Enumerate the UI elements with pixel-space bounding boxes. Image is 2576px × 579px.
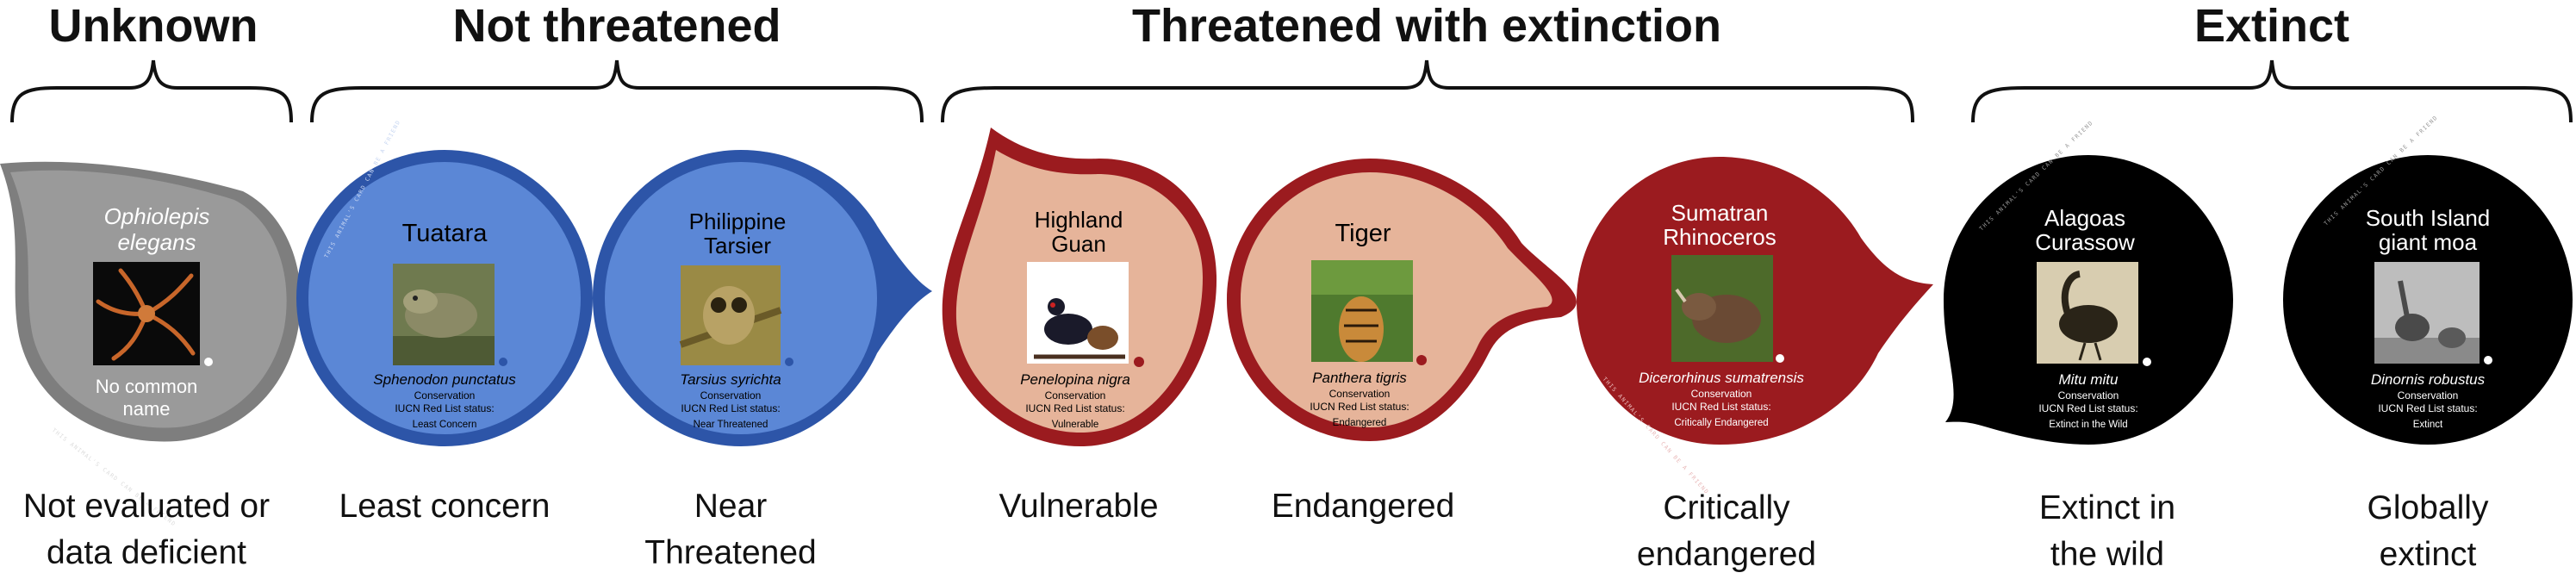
card-tuatara-iucn-label: IUCN Red List status: [395,402,494,414]
category-globally-extinct-line2: extinct [2380,536,2477,573]
card-ophiolepis-note-line2: name [122,398,170,420]
category-near-threatened-line1: Near [694,488,768,525]
card-curassow-name-line1: Alagoas [2044,205,2125,231]
photo-brittle-star [93,262,200,365]
card-guan-name-line1: Highland [1035,207,1123,233]
card-tiger-conservation: Conservation [1329,388,1391,400]
photo-guan [1027,262,1129,364]
card-tiger-iucn-label: IUCN Red List status: [1310,401,1409,413]
card-rhino-conservation: Conservation [1691,388,1752,400]
category-critically-endangered-line2: endangered [1637,536,1816,573]
photo-rhino [1671,255,1773,362]
card-guan-iucn-label: IUCN Red List status: [1025,402,1124,414]
brace-not-threatened [310,59,924,123]
card-tarsier-name-line2: Tarsier [704,233,771,258]
category-critically-endangered-line1: Critically [1663,489,1790,526]
card-tuatara-scientific: Sphenodon punctatus [373,371,516,388]
card-moa-scientific: Dinornis robustus [2371,371,2486,388]
card-tuatara-status: Least Concern [413,420,477,430]
card-ophiolepis-elegans: THIS ANIMAL'S CARD CAN BE A FRIEND Ophio… [0,161,302,528]
group-title-extinct: Extinct [2194,0,2349,52]
photo-tarsier [679,265,782,365]
card-rhino-status: Critically Endangered [1674,418,1768,428]
group-title-not-threatened: Not threatened [452,0,781,52]
card-guan-scientific: Penelopina nigra [1020,371,1130,388]
card-tarsier-name-line1: Philippine [689,209,787,234]
card-tarsier-status: Near Threatened [694,420,768,430]
card-tiger-name: Tiger [1335,220,1391,247]
brace-unknown [10,59,293,123]
category-not-evaluated-line2: data deficient [47,534,246,571]
card-rhino-iucn-label: IUCN Red List status: [1671,401,1770,413]
card-tuatara-conservation: Conservation [414,389,476,402]
card-curassow-scientific: Mitu mitu [2059,371,2119,388]
category-extinct-in-wild-line2: the wild [2050,536,2164,573]
card-tarsier-conservation: Conservation [700,389,762,402]
card-moa-status: Extinct [2413,420,2443,430]
card-moa-name-line1: South Island [2366,205,2491,231]
photo-moa [2374,262,2480,364]
category-extinct-in-wild-line1: Extinct in [2039,489,2175,526]
card-curassow-iucn-label: IUCN Red List status: [2038,402,2137,414]
group-title-threatened: Threatened with extinction [1132,0,1721,52]
category-globally-extinct-line1: Globally [2368,489,2489,526]
card-tarsier-iucn-label: IUCN Red List status: [681,402,780,414]
card-rhino-scientific: Dicerorhinus sumatrensis [1639,370,1804,386]
category-least-concern: Least concern [339,488,551,525]
card-tiger: Tiger Panthera tigris Conservation IUCN … [1227,159,1577,441]
card-tarsier-scientific: Tarsius syrichta [680,371,781,388]
card-guan-name-line2: Guan [1051,231,1106,257]
category-vulnerable: Vulnerable [999,488,1158,525]
card-curassow-status: Extinct in the Wild [2049,420,2127,430]
category-endangered: Endangered [1272,488,1455,525]
card-sumatran-rhinoceros: THIS ANIMAL'S CARD CAN BE A FRIEND Sumat… [1577,157,1933,496]
card-ophiolepis-note-line1: No common [96,376,198,397]
photo-curassow [2037,262,2138,364]
card-guan-status: Vulnerable [1052,420,1099,430]
card-curassow-conservation: Conservation [2058,389,2119,402]
brace-threatened [941,59,1914,123]
card-highland-guan: Highland Guan Penelopina nigra Conservat… [942,128,1217,446]
card-ophiolepis-name-line1: Ophiolepis [104,203,210,229]
card-tuatara: THIS ANIMAL'S CARD CAN BE A FRIEND Tuata… [296,119,593,446]
card-curassow-name-line2: Curassow [2035,229,2135,255]
group-title-unknown: Unknown [49,0,258,52]
photo-tuatara [393,264,495,365]
card-rhino-name-line2: Rhinoceros [1663,224,1776,250]
card-moa-conservation: Conservation [2398,389,2459,402]
card-rhino-name-line1: Sumatran [1671,200,1769,226]
card-ophiolepis-name-line2: elegans [117,229,196,255]
card-tuatara-name: Tuatara [402,220,488,247]
card-moa-iucn-label: IUCN Red List status: [2378,402,2477,414]
card-philippine-tarsier: Philippine Tarsier Tarsius syrichta Cons… [593,150,932,446]
category-near-threatened-line2: Threatened [644,534,816,571]
card-guan-conservation: Conservation [1045,389,1106,402]
card-south-island-giant-moa: THIS ANIMAL'S CARD CAN BE A FRIEND South… [2283,114,2573,445]
brace-extinct [1971,59,2573,123]
card-moa-name-line2: giant moa [2379,229,2478,255]
photo-tiger [1311,260,1413,362]
card-tiger-status: Endangered [1333,418,1387,428]
card-alagoas-curassow: THIS ANIMAL'S CARD CAN BE A FRIEND Alago… [1944,119,2233,445]
card-tiger-scientific: Panthera tigris [1312,370,1407,386]
category-not-evaluated-line1: Not evaluated or [23,488,270,525]
